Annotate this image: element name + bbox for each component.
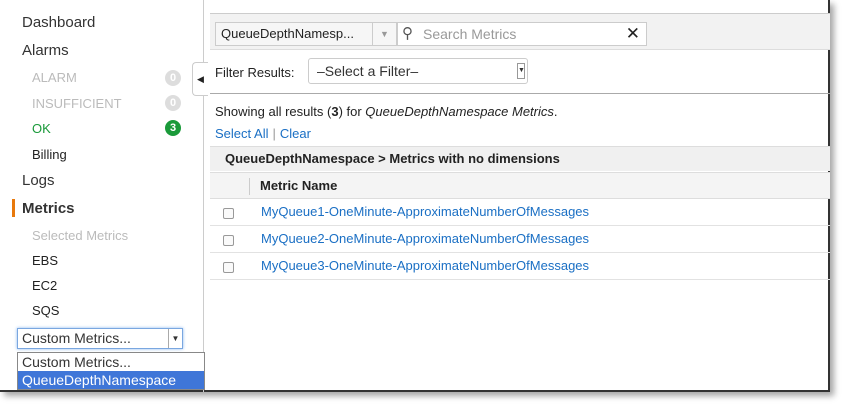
main-content: QueueDepthNamesp...▼ ⚲ Search Metrics ✕ … [210,0,830,392]
nav-sqs[interactable]: SQS [32,303,60,318]
chevron-down-icon: ▼ [517,63,525,79]
divider [210,93,830,94]
select-all-link[interactable]: Select All [215,126,269,141]
filter-value: –Select a Filter– [317,63,419,79]
nav-insufficient[interactable]: INSUFFICIENT [32,96,122,111]
row-checkbox[interactable] [223,262,234,273]
metric-link[interactable]: MyQueue1-OneMinute-ApproximateNumberOfMe… [261,204,590,219]
table-row: MyQueue2-OneMinute-ApproximateNumberOfMe… [210,226,830,253]
filter-select[interactable]: –Select a Filter– ▼ [308,58,528,84]
nav-dashboard[interactable]: Dashboard [22,14,96,31]
ok-count-badge: 3 [165,120,181,136]
namespace-select-value: Custom Metrics... [22,330,131,346]
nav-ok[interactable]: OK [32,121,51,136]
nav-alarm-state[interactable]: ALARM [32,70,77,85]
namespace-select[interactable]: Custom Metrics... ▼ [17,328,183,349]
namespace-value: QueueDepthNamesp... [221,26,354,41]
namespace-combo[interactable]: QueueDepthNamesp... ▼ [215,22,397,46]
dropdown-option[interactable]: Custom Metrics... [22,354,131,370]
table-row: MyQueue3-OneMinute-ApproximateNumberOfMe… [210,253,830,280]
namespace-dropdown: Custom Metrics... QueueDepthNamespace [17,352,205,390]
caret-left-icon: ◀ [197,74,204,84]
metric-link[interactable]: MyQueue2-OneMinute-ApproximateNumberOfMe… [261,231,590,246]
column-header: Metric Name [210,172,830,199]
screenshot-frame: Dashboard Alarms ALARM 0 INSUFFICIENT 0 … [0,0,830,392]
results-summary: Showing all results (3) for QueueDepthNa… [215,104,558,119]
alarm-count-badge: 0 [165,70,181,86]
search-input[interactable]: ⚲ Search Metrics ✕ [397,22,647,46]
clear-link[interactable]: Clear [279,126,311,141]
collapse-sidebar-button[interactable]: ◀ [192,62,208,96]
search-placeholder: Search Metrics [423,26,517,42]
row-checkbox[interactable] [223,235,234,246]
chevron-down-icon: ▼ [168,329,182,348]
selection-links: Select All|Clear [215,126,311,141]
insufficient-count-badge: 0 [165,95,181,111]
table-row: MyQueue1-OneMinute-ApproximateNumberOfMe… [210,199,830,226]
chevron-down-icon: ▼ [372,23,396,45]
dropdown-option-highlighted[interactable]: QueueDepthNamespace [18,371,204,389]
toolbar: QueueDepthNamesp... ▼ ⚲ Search Metrics ✕ [210,13,830,50]
nav-alarms[interactable]: Alarms [22,42,69,59]
sidebar: Dashboard Alarms ALARM 0 INSUFFICIENT 0 … [0,0,205,392]
nav-metrics[interactable]: Metrics [22,200,75,217]
active-indicator [12,199,15,217]
search-icon: ⚲ [402,25,413,42]
nav-logs[interactable]: Logs [22,172,55,189]
filter-label: Filter Results: [215,65,295,80]
nav-selected-metrics[interactable]: Selected Metrics [32,228,129,243]
nav-ebs[interactable]: EBS [32,253,59,268]
row-checkbox[interactable] [223,208,234,219]
nav-billing[interactable]: Billing [32,147,67,162]
nav-ec2[interactable]: EC2 [32,278,58,293]
metric-link[interactable]: MyQueue3-OneMinute-ApproximateNumberOfMe… [261,258,590,273]
clear-search-icon[interactable]: ✕ [625,24,640,43]
separator: | [272,126,276,141]
group-header: QueueDepthNamespace > Metrics with no di… [210,146,830,171]
column-metric-name[interactable]: Metric Name [260,178,338,193]
